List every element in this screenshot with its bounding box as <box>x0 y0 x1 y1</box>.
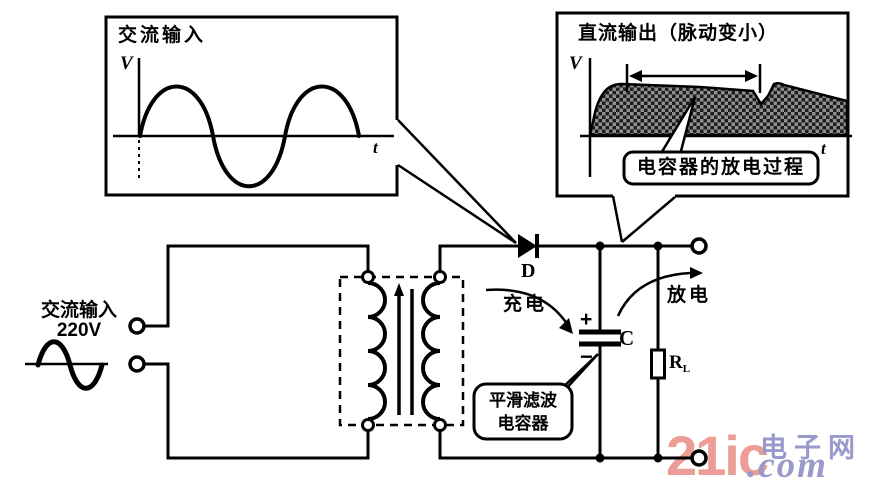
capacitor-plus-sign: + <box>580 308 593 331</box>
smoothing-callout-bubble <box>472 382 574 441</box>
input-terminals <box>128 317 146 373</box>
interval-arrowhead-right <box>745 70 758 82</box>
dc-waveform <box>588 81 849 137</box>
smoothing-callout-line2: 电容器 <box>497 414 549 433</box>
discharge-arrow <box>616 267 703 317</box>
smoothing-callout <box>472 353 599 441</box>
ac-box-title: 交流输入 <box>118 25 207 46</box>
capacitor <box>579 329 621 347</box>
ac-box-x-label: t <box>373 138 378 157</box>
load-label-subscript: L <box>682 363 691 375</box>
interval-arrowhead-left <box>629 70 642 82</box>
source-label-line1: 交流输入 <box>40 300 117 321</box>
load-label: RL <box>669 353 690 375</box>
load-label-main: R <box>669 352 683 373</box>
transformer-dashed-box <box>338 275 465 427</box>
capacitor-label: C <box>619 326 635 350</box>
output-terminals <box>690 237 708 467</box>
discharge-callout-bubble <box>622 150 820 186</box>
smoothing-callout-line1: 平滑滤波 <box>489 391 557 410</box>
primary-coil <box>367 281 387 421</box>
source-label-line2: 220V <box>56 320 102 341</box>
diode-triangle <box>518 234 537 258</box>
discharge-callout-label: 电容器的放电过程 <box>636 157 805 178</box>
secondary-coil <box>421 281 441 421</box>
watermark-brand: 21ic <box>666 424 769 486</box>
dc-box-y-label: V <box>569 53 582 74</box>
load-resistor <box>650 348 666 380</box>
ac-box-y-label: V <box>120 53 133 74</box>
ac-box-frame <box>104 15 399 197</box>
transformer <box>338 270 465 432</box>
input-sine-symbol <box>25 339 108 391</box>
pointer-wedge-to-circuit <box>611 195 676 243</box>
primary-loop-wires <box>144 244 370 460</box>
watermark-site-name: 电子网 <box>760 433 862 463</box>
ac-input-waveform-box <box>104 15 399 197</box>
dc-box-frame <box>555 11 850 198</box>
diode <box>518 234 539 258</box>
ac-sine-wave <box>138 84 361 189</box>
pointer-wedge-to-diode <box>397 119 517 245</box>
discharge-label: 放电 <box>667 285 712 306</box>
dc-box-title: 直流输出（脉动变小） <box>578 23 779 44</box>
dc-output-waveform-box <box>555 11 852 198</box>
smoothing-callout-label: 平滑滤波 电容器 <box>474 389 572 435</box>
charge-arrow <box>485 288 573 334</box>
core-arrow <box>394 283 404 296</box>
charge-label: 充电 <box>503 294 548 315</box>
diode-label: D <box>521 260 536 282</box>
dc-box-x-label: t <box>821 139 826 158</box>
junction-dots <box>595 241 663 463</box>
coil-terminals <box>361 270 447 432</box>
source-label: 交流输入 220V <box>32 301 126 341</box>
capacitor-minus-sign: − <box>580 344 593 369</box>
watermark-domain-suffix: .com <box>747 445 828 486</box>
secondary-loop-wires <box>438 244 692 460</box>
